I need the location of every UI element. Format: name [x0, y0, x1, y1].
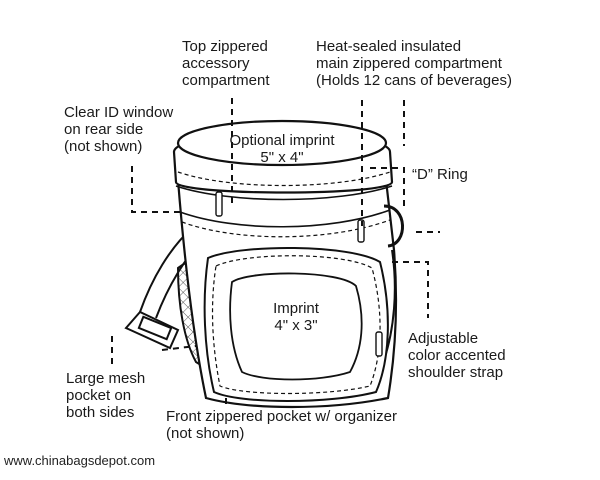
label-id-window-line-1: Clear ID window: [64, 104, 174, 121]
label-front-pocket: Front zippered pocket w/ organizer (not …: [166, 408, 397, 442]
label-main-compartment-line-1: Heat-sealed insulated: [316, 38, 462, 55]
label-top-pocket-line-3: compartment: [182, 72, 270, 89]
d-ring: [383, 204, 404, 248]
label-top-pocket: Top zippered accessory compartment: [182, 38, 270, 89]
label-front-pocket-line-1: Front zippered pocket w/ organizer: [166, 408, 397, 425]
label-optional-imprint-line-2: 5" x 4": [260, 149, 304, 166]
label-d-ring: “D” Ring: [412, 166, 468, 183]
label-optional-imprint-line-1: Optional imprint: [229, 132, 335, 149]
label-id-window-line-2: on rear side: [64, 121, 144, 138]
label-optional-imprint: Optional imprint 5" x 4": [212, 132, 352, 166]
leader-lines: [111, 98, 440, 408]
label-id-window-line-3: (not shown): [64, 138, 143, 155]
label-front-pocket-line-2: (not shown): [166, 425, 245, 442]
label-main-compartment-line-3: (Holds 12 cans of beverages): [316, 72, 512, 89]
top-lid: [172, 119, 394, 217]
label-imprint-line-2: 4" x 3": [274, 317, 318, 334]
label-strap-line-3: shoulder strap: [408, 364, 504, 381]
label-strap-line-2: color accented: [408, 347, 506, 364]
label-top-pocket-line-1: Top zippered: [182, 38, 268, 55]
label-id-window: Clear ID window on rear side (not shown): [64, 104, 173, 155]
label-top-pocket-line-2: accessory: [182, 55, 250, 72]
label-mesh-pocket-line-2: pocket on: [66, 387, 132, 404]
label-imprint-line-1: Imprint: [273, 300, 319, 317]
label-imprint: Imprint 4" x 3": [246, 300, 346, 334]
label-mesh-pocket-line-3: both sides: [66, 404, 135, 421]
label-strap-line-1: Adjustable: [408, 330, 479, 347]
label-mesh-pocket: Large mesh pocket on both sides: [66, 370, 145, 421]
label-d-ring-line-1: “D” Ring: [412, 166, 468, 183]
label-strap: Adjustable color accented shoulder strap: [408, 330, 506, 381]
label-main-compartment: Heat-sealed insulated main zippered comp…: [316, 38, 512, 89]
front-pocket: [203, 247, 389, 402]
site-url: www.chinabagsdepot.com: [4, 453, 156, 468]
label-main-compartment-line-2: main zippered compartment: [316, 55, 502, 72]
label-mesh-pocket-line-1: Large mesh: [66, 370, 146, 387]
